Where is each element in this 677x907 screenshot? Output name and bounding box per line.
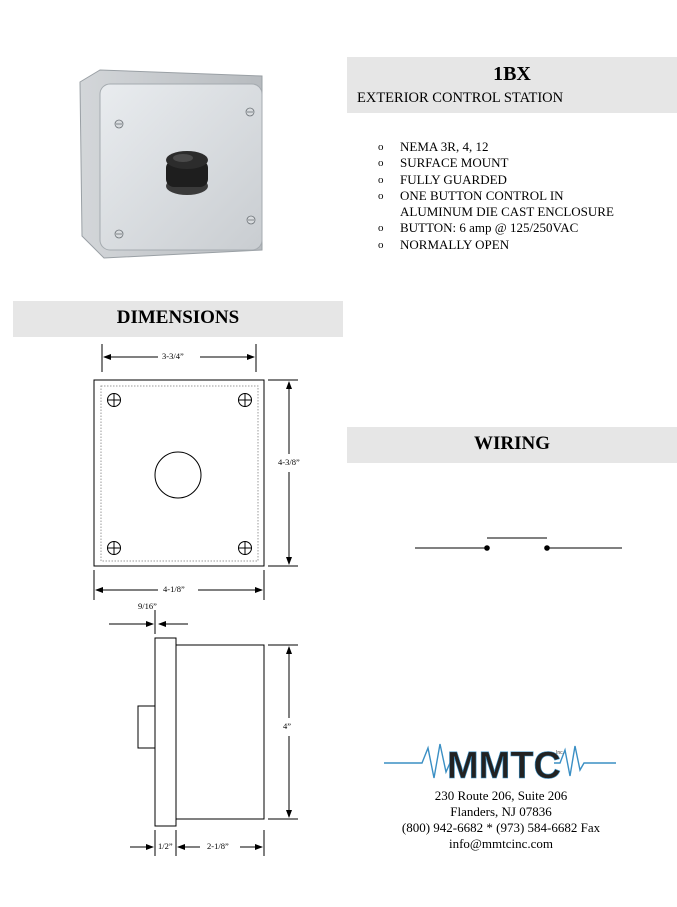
side-body <box>175 644 265 820</box>
title-bar: 1BX EXTERIOR CONTROL STATION <box>347 57 677 113</box>
bullet-icon: o <box>378 141 384 153</box>
bullet-icon: o <box>378 157 384 170</box>
dim-side-height: 4” <box>283 721 292 731</box>
logo-inc: Inc. <box>556 750 564 756</box>
address-line-2: Flanders, NJ 07836 <box>450 804 552 819</box>
bullet-icon: o <box>378 238 384 251</box>
dim-body-depth: 2-1/8” <box>207 841 229 851</box>
wiring-heading-bar: WIRING <box>347 427 677 463</box>
dim-front-height: 4-3/8” <box>278 457 300 467</box>
switch-symbol <box>415 537 622 549</box>
dim-overall-width: 4-1/8” <box>163 584 185 594</box>
mmtc-logo: MMTC Inc. <box>384 743 616 787</box>
dim-flange: 9/16” <box>138 601 157 611</box>
logo-wave-left <box>384 743 454 779</box>
side-flange <box>154 637 177 827</box>
contact-block: 230 Route 206, Suite 206 Flanders, NJ 07… <box>386 788 616 852</box>
logo-wave-right <box>554 745 616 777</box>
product-subtitle: EXTERIOR CONTROL STATION <box>357 90 564 106</box>
dimensions-heading: DIMENSIONS <box>116 307 240 328</box>
side-button <box>137 705 156 749</box>
logo-text: MMTC <box>447 745 561 787</box>
wiring-heading: WIRING <box>473 433 550 454</box>
bullet-icon: o <box>378 189 384 202</box>
front-outline <box>93 379 265 567</box>
dimensions-heading-bar: DIMENSIONS <box>13 301 343 337</box>
email-line: info@mmtcinc.com <box>448 836 554 851</box>
dim-button-depth: 1/2” <box>158 841 173 851</box>
product-model: 1BX <box>493 63 531 85</box>
dim-front-width: 3-3/4” <box>162 351 184 361</box>
screw-hole-icon <box>107 393 252 555</box>
list-item: ALUMINUM DIE CAST ENCLOSURE <box>400 204 614 220</box>
bullet-icon: o <box>378 173 384 186</box>
address-line-1: 230 Route 206, Suite 206 <box>434 788 568 803</box>
screw-icon <box>114 107 256 239</box>
phone-line: (800) 942-6682 * (973) 584-6682 Fax <box>401 820 601 835</box>
button-hole <box>154 451 202 499</box>
bullet-icon: o <box>378 222 384 235</box>
